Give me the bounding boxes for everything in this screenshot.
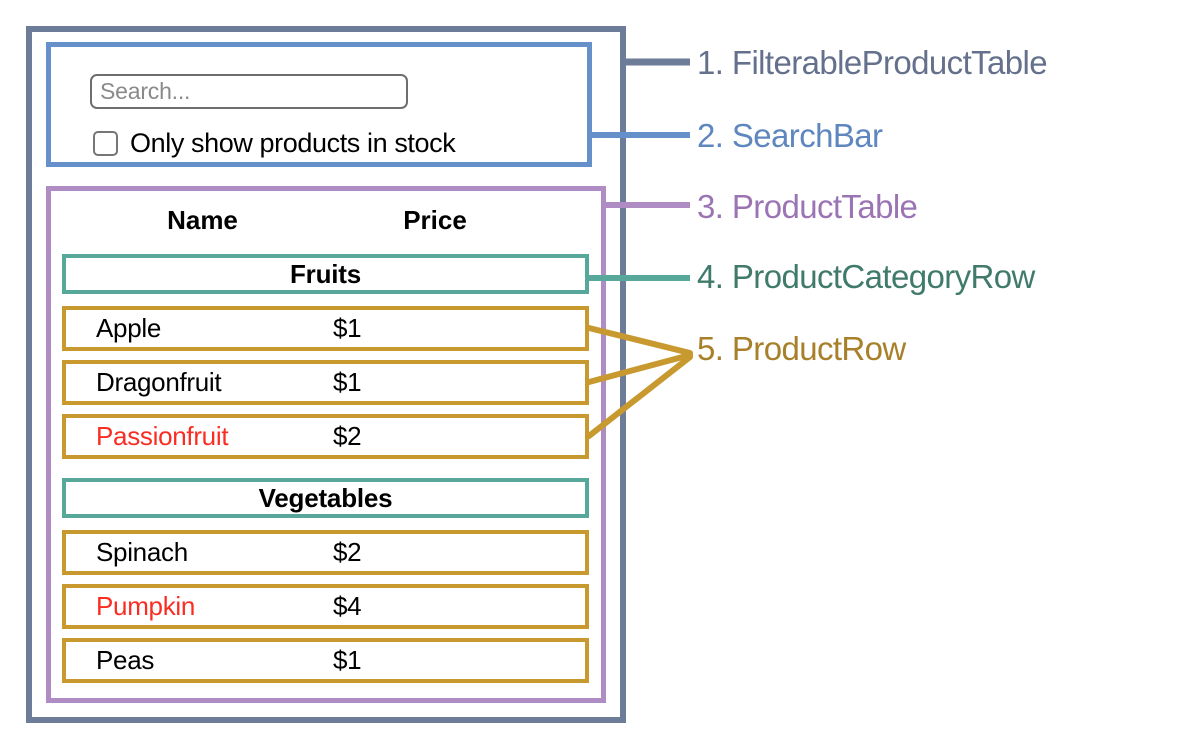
product-table-frame [46, 186, 606, 703]
product-category-row: Fruits [62, 254, 589, 294]
product-price: $1 [333, 645, 362, 675]
product-row: Peas $1 [62, 638, 589, 683]
legend-item-filterable-product-table: 1. FilterableProductTable [697, 44, 1048, 81]
search-input-placeholder: Search... [100, 78, 191, 104]
category-label: Fruits [289, 258, 362, 289]
in-stock-checkbox-row[interactable]: Only show products in stock [93, 128, 456, 159]
product-row: Spinach $2 [62, 530, 589, 575]
product-row: Dragonfruit $1 [62, 360, 589, 405]
product-price: $2 [333, 537, 362, 567]
product-name: Spinach [96, 537, 188, 567]
product-price: $1 [333, 367, 362, 397]
legend-item-search-bar: 2. SearchBar [697, 117, 883, 154]
in-stock-checkbox-label: Only show products in stock [130, 128, 456, 158]
product-price: $2 [333, 421, 362, 451]
product-row: Passionfruit $2 [62, 414, 589, 459]
product-category-row: Vegetables [62, 478, 589, 518]
search-bar-frame [46, 42, 592, 167]
legend-item-product-category-row: 4. ProductCategoryRow [697, 258, 1035, 295]
product-name: Pumpkin [96, 591, 196, 621]
legend-item-product-row: 5. ProductRow [697, 330, 906, 367]
product-price: $1 [333, 313, 362, 343]
checkbox-icon[interactable] [93, 131, 118, 156]
category-label: Vegetables [258, 482, 393, 513]
search-input[interactable]: Search... [90, 74, 408, 109]
product-name: Peas [96, 645, 155, 675]
product-row: Pumpkin $4 [62, 584, 589, 629]
column-header-price: Price [403, 204, 467, 235]
product-row: Apple $1 [62, 306, 589, 351]
product-price: $4 [333, 591, 362, 621]
product-name: Apple [96, 313, 161, 343]
product-name: Dragonfruit [96, 367, 222, 397]
product-name: Passionfruit [96, 421, 229, 451]
product-table-header: Name Price [70, 198, 580, 242]
column-header-name: Name [167, 204, 238, 235]
legend-item-product-table: 3. ProductTable [697, 188, 918, 225]
